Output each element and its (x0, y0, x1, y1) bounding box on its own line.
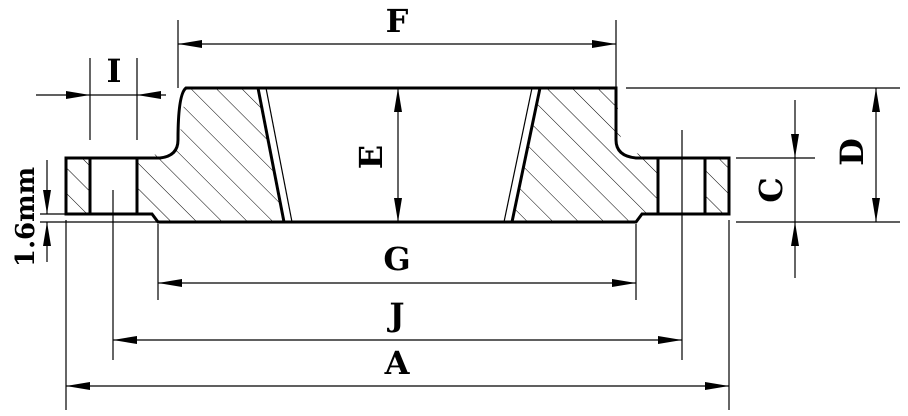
label-A: A (384, 344, 411, 382)
label-E: E (352, 145, 390, 169)
label-J: J (386, 296, 404, 334)
label-F: F (386, 2, 409, 40)
label-G: G (383, 240, 410, 278)
label-gap: 1.6mm (11, 167, 41, 267)
extension-lines (40, 20, 900, 410)
flange-outline (64, 86, 731, 224)
label-I: I (107, 52, 122, 90)
label-D: D (833, 138, 871, 166)
hatch-fill (66, 88, 729, 222)
label-C: C (752, 177, 790, 202)
dimension-labels: F I E D C 1.6mm G J A (11, 2, 871, 382)
dimension-lines (36, 40, 880, 390)
